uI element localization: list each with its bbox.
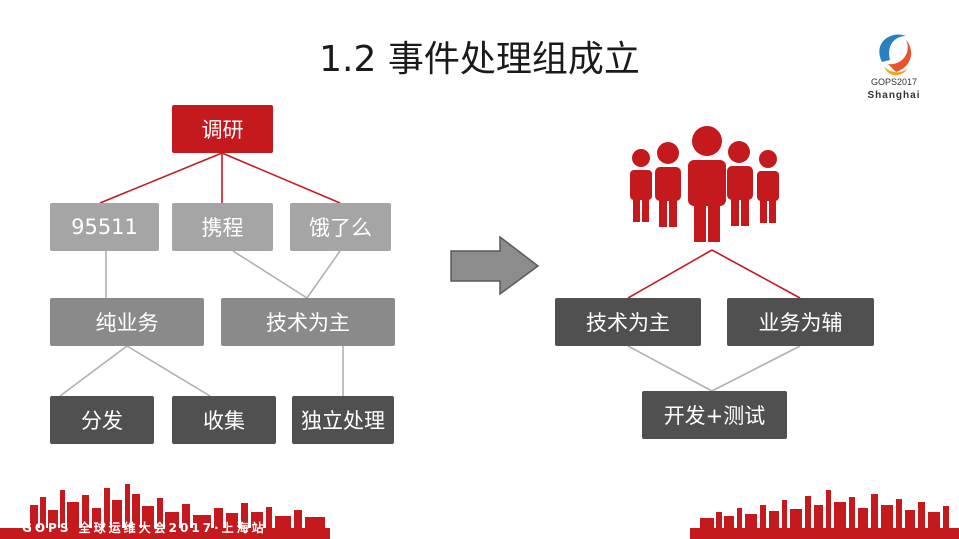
logo-text-gops: GOPS2017 — [870, 77, 918, 87]
edge-pure-dispatch — [59, 345, 128, 397]
node-research: 调研 — [172, 105, 273, 153]
footer-event-name: GOPS 全球运维大会2017·上海站 — [22, 521, 267, 535]
node-dev-test: 开发+测试 — [642, 391, 787, 439]
gops-logo-icon — [879, 34, 912, 76]
slide-title: 1.2 事件处理组成立 — [319, 39, 640, 80]
node-source-95511: 95511 — [50, 203, 159, 251]
edge-pure-collect — [126, 345, 211, 397]
edge-root-95511 — [99, 152, 223, 204]
node-independent: 独立处理 — [292, 396, 394, 444]
logo-text-shanghai: Shanghai — [867, 90, 921, 101]
node-dispatch: 分发 — [50, 396, 154, 444]
edge-people-tech — [627, 249, 713, 299]
node-source-eleme: 饿了么 — [290, 203, 391, 251]
node-pure-business: 纯业务 — [50, 298, 204, 346]
node-source-ctrip: 携程 — [172, 203, 273, 251]
edge-people-biz — [711, 249, 801, 299]
edge-biz-result — [711, 345, 801, 392]
node-collect: 收集 — [172, 396, 276, 444]
edge-root-eleme — [221, 152, 341, 204]
edge-tech-result — [627, 345, 713, 392]
node-tech-primary: 技术为主 — [221, 298, 395, 346]
edge-eleme-tech — [306, 250, 341, 299]
edge-ctrip-tech — [232, 250, 308, 299]
node-right-tech-primary: 技术为主 — [555, 298, 701, 346]
node-right-business-secondary: 业务为辅 — [727, 298, 874, 346]
